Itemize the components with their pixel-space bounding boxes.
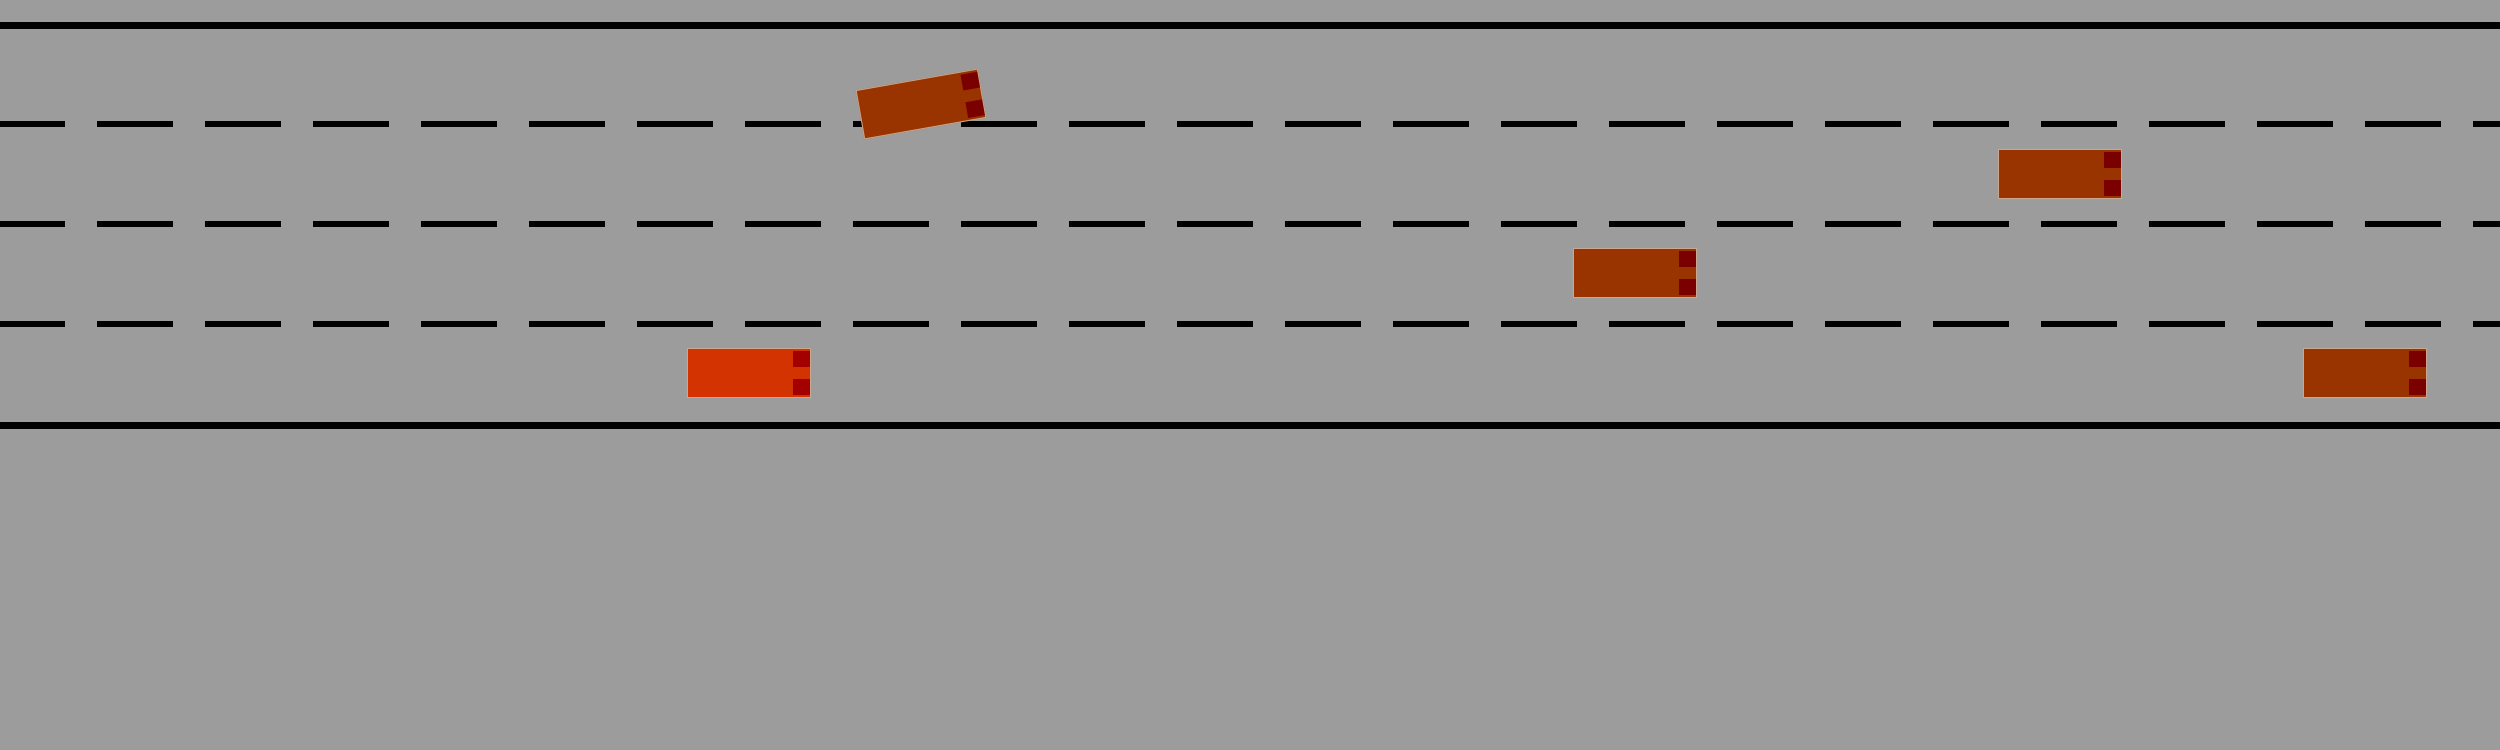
tail-light-icon [1679, 251, 1696, 267]
tail-light-icon [793, 351, 810, 367]
tail-light-icon [2104, 152, 2121, 168]
vehicle-car-1 [855, 68, 987, 140]
tail-light-icon [965, 99, 985, 119]
tail-light-icon [793, 379, 810, 395]
road-edge-top [0, 22, 2500, 29]
tail-light-icon [2409, 351, 2426, 367]
tail-light-icon [960, 71, 981, 91]
vehicle-ego [687, 348, 811, 398]
vehicle-car-2 [1998, 149, 2122, 199]
tail-light-icon [1679, 279, 1696, 295]
lane-divider-1 [0, 121, 2500, 127]
tail-light-icon [2104, 180, 2121, 196]
lane-divider-2 [0, 221, 2500, 227]
road-edge-bottom [0, 422, 2500, 429]
lane-divider-3 [0, 321, 2500, 327]
vehicle-car-3 [1573, 248, 1697, 298]
tail-light-icon [2409, 379, 2426, 395]
vehicle-car-4 [2303, 348, 2427, 398]
